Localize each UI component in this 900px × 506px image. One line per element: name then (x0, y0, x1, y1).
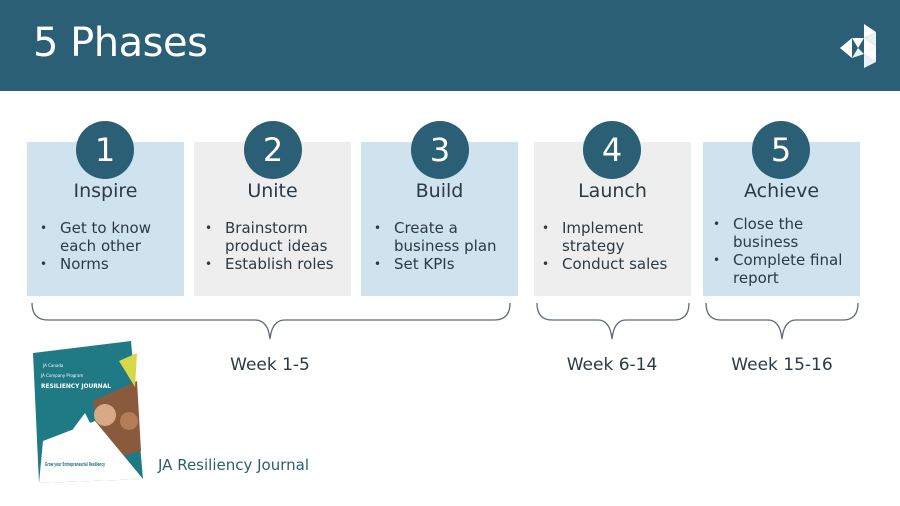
week-label-1-5: Week 1-5 (230, 355, 310, 375)
phase-bullets-launch: Implement strategy Conduct sales (540, 219, 688, 273)
phase-number-1: 1 (76, 121, 134, 179)
journal-subtitle-text: JA Company Program (40, 373, 83, 378)
bullet-item: Norms (38, 255, 178, 273)
phase-name-achieve: Achieve (743, 180, 820, 202)
journal-brand-text: JA Canada (42, 363, 64, 368)
bullet-item: Establish roles (203, 255, 349, 273)
journal-tagline-text: Grow your Entrepreneurial Resiliency (45, 462, 105, 468)
bullet-item: Implement strategy (540, 219, 688, 255)
bullet-item: Create a business plan (372, 219, 518, 255)
bracket-week-15-16 (705, 302, 859, 340)
phase-bullets-unite: Brainstorm product ideas Establish roles (203, 219, 349, 273)
phase-name-build: Build (415, 180, 464, 202)
bullet-item: Brainstorm product ideas (203, 219, 349, 255)
bullet-item: Set KPIs (372, 255, 518, 273)
week-label-15-16: Week 15-16 (731, 355, 833, 375)
phase-number-3: 3 (411, 121, 469, 179)
bullet-item: Close the business (711, 215, 860, 251)
journal-label: JA Resiliency Journal (158, 456, 309, 474)
bullet-item: Conduct sales (540, 255, 688, 273)
page-title: 5 Phases (33, 20, 208, 66)
journal-title-text: RESILIENCY JOURNAL (41, 382, 111, 390)
phase-number-5: 5 (752, 121, 810, 179)
phase-bullets-achieve: Close the business Complete final report (711, 215, 860, 287)
ja-triangle-logo-icon (840, 24, 876, 68)
phase-number-4: 4 (583, 121, 641, 179)
bracket-week-6-14 (536, 302, 690, 340)
phase-bullets-inspire: Get to know each other Norms (38, 219, 178, 273)
phase-name-launch: Launch (578, 180, 647, 202)
phase-number-2: 2 (244, 121, 302, 179)
journal-cover-image: JA Canada JA Company Program RESILIENCY … (33, 341, 143, 483)
bullet-item: Get to know each other (38, 219, 178, 255)
week-label-6-14: Week 6-14 (566, 355, 658, 375)
phase-name-unite: Unite (247, 180, 298, 202)
phase-name-inspire: Inspire (73, 180, 138, 202)
header-bar: 5 Phases (0, 0, 900, 91)
bracket-week-1-5 (31, 302, 511, 340)
bullet-item: Complete final report (711, 251, 860, 287)
phase-bullets-build: Create a business plan Set KPIs (372, 219, 518, 273)
